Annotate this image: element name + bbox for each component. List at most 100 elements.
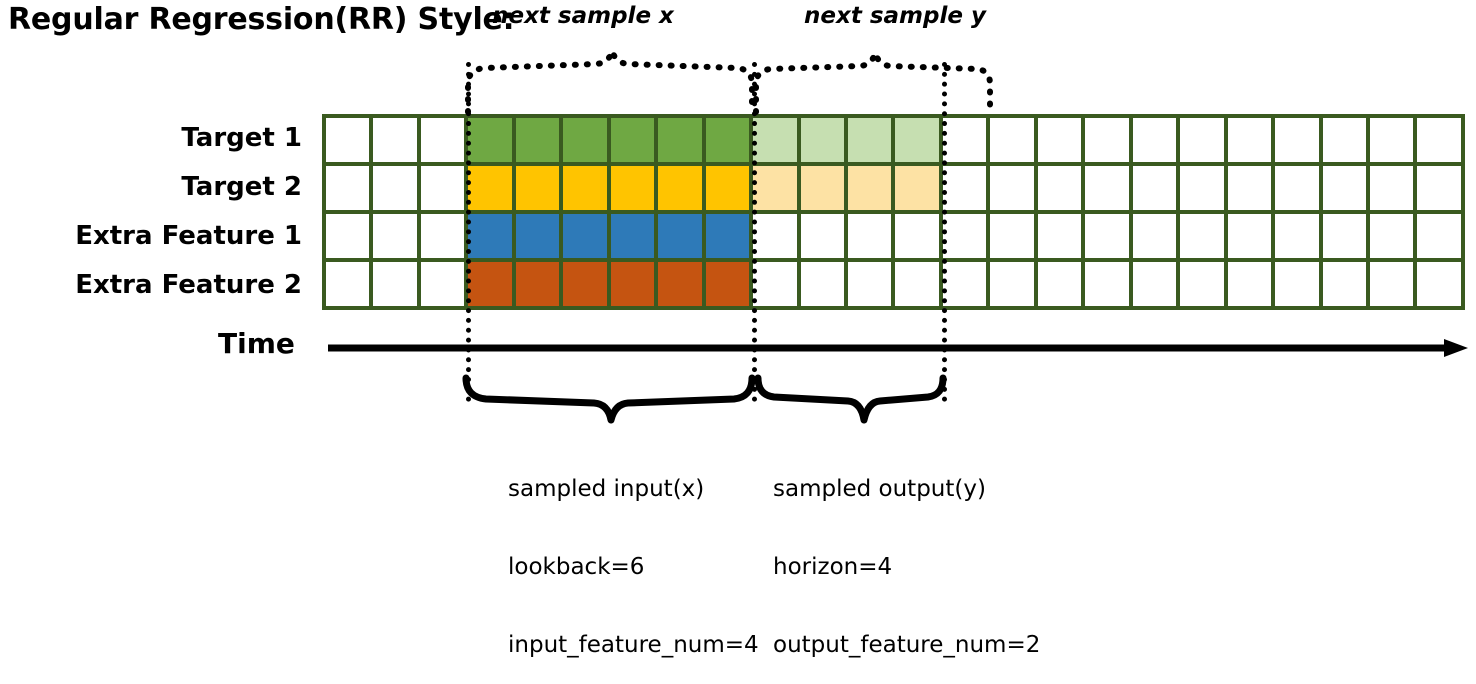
- grid-cell-empty: [1085, 214, 1129, 258]
- grid-cell-input: [705, 214, 750, 258]
- grid-cell-empty: [1227, 166, 1272, 210]
- grid-cell-empty: [1322, 262, 1366, 306]
- caption-output-line-1: sampled output(y): [773, 476, 986, 502]
- grid-cell-empty: [1085, 166, 1129, 210]
- grid-cell-empty: [1132, 262, 1177, 306]
- grid-cell-input: [563, 118, 607, 162]
- grid-cell-output: [800, 166, 844, 210]
- bottom-brace-caption-output: sampled output(y) horizon=4 output_featu…: [773, 424, 1040, 684]
- grid-row: [326, 262, 1461, 306]
- row-label-column: Target 1 Target 2 Extra Feature 1 Extra …: [40, 114, 312, 310]
- grid-cell-output: [800, 118, 844, 162]
- grid-cell-empty: [1417, 118, 1461, 162]
- grid-cell-empty: [1369, 118, 1414, 162]
- top-brace-label-next-sample-x: next sample x: [492, 3, 674, 29]
- grid-cell-empty: [1417, 262, 1461, 306]
- grid-cell-empty: [1322, 118, 1366, 162]
- grid-cell-input: [705, 118, 750, 162]
- grid-cell-empty: [1369, 262, 1414, 306]
- grid-cell-empty: [420, 214, 465, 258]
- grid-row: [326, 214, 1461, 258]
- top-brace-label-next-sample-y: next sample y: [804, 3, 986, 29]
- grid-cell-output: [847, 118, 892, 162]
- grid-cell-input: [468, 118, 512, 162]
- grid-cell-output: [753, 166, 797, 210]
- grid-cell-empty: [1037, 118, 1082, 162]
- grid-cell-empty: [1275, 214, 1319, 258]
- grid-cell-empty: [326, 262, 370, 306]
- grid-cell-empty: [373, 262, 417, 306]
- grid-cell-empty: [1037, 214, 1082, 258]
- grid-cell-empty: [326, 214, 370, 258]
- grid-cell-empty: [1085, 118, 1129, 162]
- grid-cell-empty: [895, 214, 939, 258]
- grid-cell-output: [895, 166, 939, 210]
- guide-line-input-end: [752, 62, 757, 402]
- bottom-brace-caption-input: sampled input(x) lookback=6 input_featur…: [508, 424, 759, 684]
- grid-cell-empty: [373, 118, 417, 162]
- caption-input-line-2: lookback=6: [508, 554, 645, 580]
- grid-cell-input: [610, 166, 655, 210]
- grid-cell-input: [705, 166, 750, 210]
- grid-cell-empty: [1180, 118, 1224, 162]
- grid-cell-empty: [1180, 214, 1224, 258]
- grid-cell-empty: [753, 214, 797, 258]
- grid-cell-input: [658, 166, 702, 210]
- grid-row: [326, 118, 1461, 162]
- grid-cell-empty: [800, 214, 844, 258]
- grid-cell-empty: [942, 166, 987, 210]
- grid-cell-input: [705, 262, 750, 306]
- grid-cell-empty: [990, 118, 1034, 162]
- caption-input-line-1: sampled input(x): [508, 476, 705, 502]
- grid-cell-empty: [847, 214, 892, 258]
- grid-cell-input: [610, 262, 655, 306]
- grid-cell-empty: [1227, 118, 1272, 162]
- grid-cell-input: [468, 262, 512, 306]
- row-label-target-1: Target 1: [181, 123, 302, 153]
- grid-cell-empty: [942, 118, 987, 162]
- grid-cell-empty: [1132, 214, 1177, 258]
- time-axis-label: Time: [218, 327, 295, 360]
- grid-cell-empty: [990, 166, 1034, 210]
- grid-cell-empty: [1417, 214, 1461, 258]
- grid-cell-input: [468, 214, 512, 258]
- grid-row: [326, 166, 1461, 210]
- grid-cell-input: [563, 262, 607, 306]
- grid-cell-empty: [420, 118, 465, 162]
- grid-cell-input: [515, 118, 560, 162]
- grid-cell-empty: [1322, 214, 1366, 258]
- caption-output-line-2: horizon=4: [773, 554, 893, 580]
- grid-cell-empty: [1227, 262, 1272, 306]
- grid-cell-empty: [990, 214, 1034, 258]
- time-axis-arrow: [328, 339, 1468, 357]
- grid-cell-empty: [420, 166, 465, 210]
- grid-cell-empty: [1275, 166, 1319, 210]
- grid-cell-input: [658, 118, 702, 162]
- grid-cell-empty: [1369, 166, 1414, 210]
- grid-cell-empty: [895, 262, 939, 306]
- grid-cell-empty: [753, 262, 797, 306]
- grid-cell-empty: [800, 262, 844, 306]
- row-label-target-2: Target 2: [181, 172, 302, 202]
- grid-cell-output: [895, 118, 939, 162]
- grid-cell-input: [563, 214, 607, 258]
- grid-cell-empty: [1180, 262, 1224, 306]
- caption-output-line-3: output_feature_num=2: [773, 632, 1041, 658]
- grid-cell-input: [468, 166, 512, 210]
- grid-cell-empty: [1417, 166, 1461, 210]
- grid-cell-output: [847, 166, 892, 210]
- page-title: Regular Regression(RR) Style:: [8, 2, 515, 37]
- grid-cell-empty: [942, 262, 987, 306]
- grid-cell-empty: [326, 118, 370, 162]
- timeline-grid: [322, 114, 1465, 310]
- grid-cell-empty: [847, 262, 892, 306]
- grid-cell-input: [658, 262, 702, 306]
- grid-cell-empty: [1037, 262, 1082, 306]
- grid-cell-empty: [1132, 118, 1177, 162]
- grid-cell-empty: [1037, 166, 1082, 210]
- grid-cell-empty: [1085, 262, 1129, 306]
- grid-cell-input: [658, 214, 702, 258]
- grid-cell-empty: [1180, 166, 1224, 210]
- grid-cell-input: [563, 166, 607, 210]
- grid-cell-empty: [942, 214, 987, 258]
